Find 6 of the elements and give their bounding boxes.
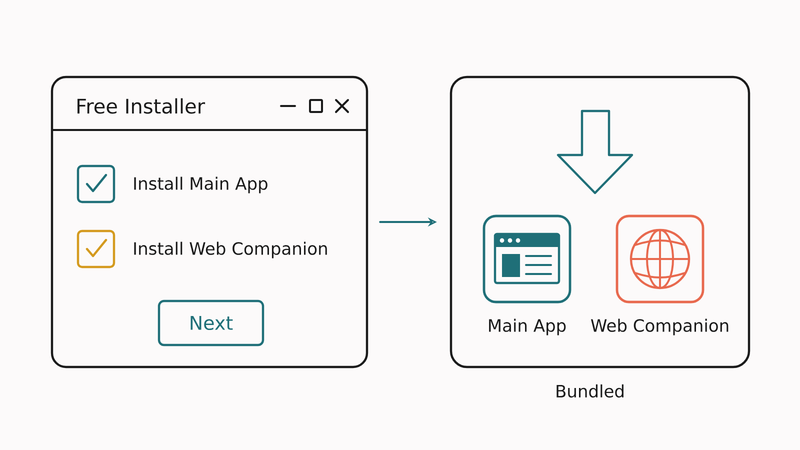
checkbox-label: Install Web Companion <box>134 242 327 258</box>
panel-caption: Bundled <box>556 384 624 398</box>
checkbox-label: Install Main App <box>134 176 268 194</box>
tile-label: Web Companion <box>590 318 728 336</box>
next-button: Next <box>158 300 264 346</box>
tile-label: Main App <box>489 318 566 336</box>
